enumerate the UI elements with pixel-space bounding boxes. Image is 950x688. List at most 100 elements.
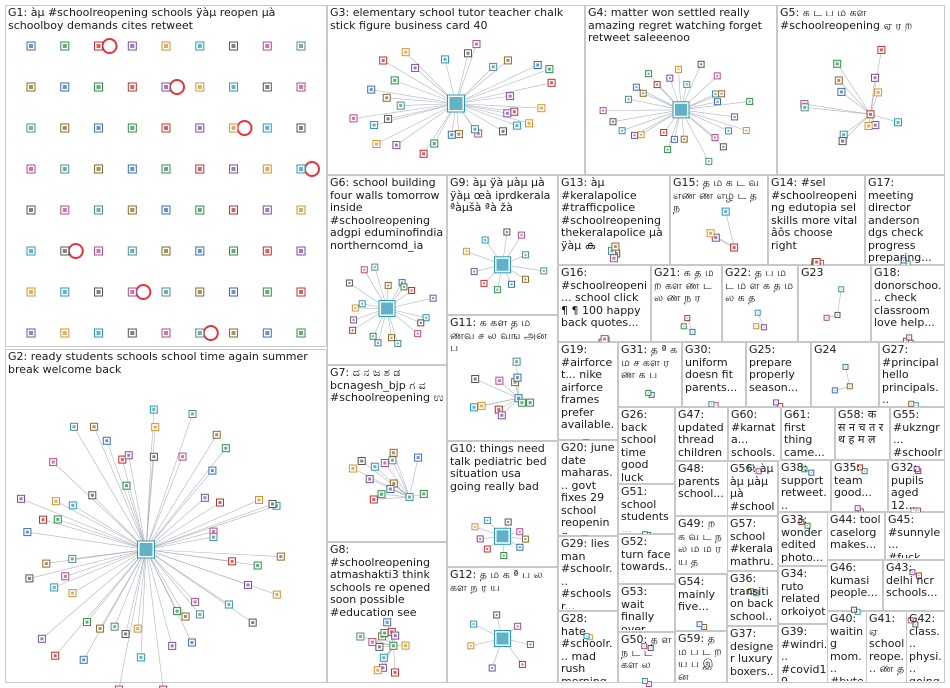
group-panel-g31[interactable] (618, 342, 682, 407)
node-avatar-icon (71, 591, 74, 595)
node-avatar-icon (391, 644, 395, 648)
network-edge (400, 103, 457, 106)
group-panel-border (722, 265, 798, 342)
group-panel-g55[interactable] (890, 407, 945, 475)
group-panel-g23[interactable] (798, 265, 871, 342)
group-panel-g20[interactable] (558, 440, 618, 546)
group-panel-border (558, 265, 651, 342)
group-panel-g58[interactable] (835, 407, 890, 475)
group-panel-g43[interactable] (883, 560, 945, 628)
group-panel-g17[interactable] (865, 175, 945, 269)
node-avatar-icon (130, 249, 135, 253)
group-panel-g4[interactable] (585, 5, 777, 175)
node-avatar-icon (621, 129, 624, 132)
group-panel-g1[interactable] (5, 5, 327, 347)
node-avatar-icon (683, 138, 686, 141)
node-avatar-icon (265, 208, 270, 212)
group-panel-g25[interactable] (746, 342, 811, 410)
group-panel-g18[interactable] (871, 265, 945, 346)
node-avatar-icon (125, 484, 128, 488)
network-edge (381, 493, 410, 498)
node-avatar-icon (124, 632, 128, 636)
group-panel-g9[interactable] (447, 175, 558, 315)
group-panel-g52[interactable] (618, 534, 675, 601)
group-panel-g50[interactable] (618, 632, 675, 687)
group-panel-border (768, 175, 865, 265)
group-panel-g22[interactable] (722, 265, 798, 342)
group-panel-g3[interactable] (327, 5, 585, 175)
group-panel-g53[interactable] (618, 584, 675, 651)
group-panel-g61[interactable] (781, 407, 835, 476)
group-panel-g30[interactable] (682, 342, 746, 409)
group-panel-g6[interactable] (327, 175, 447, 365)
group-panel-g8[interactable] (327, 542, 447, 683)
node-avatar-icon (382, 656, 386, 660)
group-panel-g11[interactable] (447, 315, 558, 441)
group-panel-g28[interactable] (558, 611, 618, 688)
network-edge (837, 289, 842, 315)
node-avatar-icon (130, 44, 135, 48)
node-avatar-icon (29, 331, 33, 335)
group-panel-g60[interactable] (728, 407, 781, 475)
node-avatar-icon (51, 460, 55, 464)
node-avatar-icon (849, 385, 851, 387)
group-panel-g57[interactable] (727, 516, 778, 597)
group-panel-border (327, 5, 585, 175)
group-panel-g41[interactable] (866, 611, 908, 688)
group-panel-g46[interactable] (827, 560, 883, 615)
group-panel-g49[interactable] (675, 516, 728, 583)
node-avatar-icon (404, 50, 408, 54)
group-panel-g59[interactable] (675, 631, 727, 688)
group-panel-g29[interactable] (558, 536, 618, 641)
group-panel-g16[interactable] (558, 265, 651, 347)
node-avatar-icon (473, 525, 476, 528)
network-edge (845, 366, 851, 387)
network-node[interactable] (159, 685, 168, 688)
group-panel-g5[interactable] (777, 5, 945, 175)
node-avatar-icon (392, 451, 396, 455)
group-panel-border (778, 624, 831, 683)
group-panel-g19[interactable] (558, 342, 618, 447)
node-avatar-icon (425, 316, 428, 319)
group-panel-g13[interactable] (558, 175, 670, 265)
network-edge (145, 549, 233, 562)
group-panel-g2[interactable] (5, 349, 327, 688)
group-panel-g24[interactable] (811, 342, 879, 407)
network-edge (41, 549, 147, 640)
group-panel-g21[interactable] (651, 265, 722, 342)
network-edge (409, 457, 419, 498)
group-panel-g10[interactable] (447, 441, 558, 567)
network-edge (680, 109, 710, 162)
group-panel-g40[interactable] (827, 611, 867, 688)
group-panel-g39[interactable] (778, 624, 831, 688)
node-avatar-icon (845, 366, 846, 368)
node-avatar-icon (750, 590, 752, 592)
group-panel-g14[interactable] (768, 175, 865, 269)
group-panel-border (682, 342, 746, 407)
node-avatar-icon (755, 325, 757, 327)
group-panel-g33[interactable] (778, 512, 831, 579)
group-panel-g12[interactable] (447, 567, 558, 683)
node-avatar-icon (915, 404, 917, 406)
network-edge (54, 549, 147, 656)
node-avatar-icon (25, 530, 29, 534)
group-panel-g15[interactable] (670, 175, 768, 265)
node-avatar-icon (692, 331, 693, 333)
group-panel-border (447, 175, 558, 315)
group-panel-g54[interactable] (675, 574, 727, 631)
network-edge (92, 495, 147, 550)
group-panel-g51[interactable] (618, 484, 675, 538)
group-panel-g7[interactable] (327, 365, 447, 542)
node-avatar-icon (393, 78, 397, 82)
group-panel-g45[interactable] (885, 512, 945, 579)
network-node[interactable] (114, 685, 123, 688)
node-avatar-icon (96, 249, 101, 253)
network-edge (118, 549, 147, 688)
node-avatar-icon (29, 208, 33, 212)
node-avatar-icon (85, 620, 89, 624)
group-panel-g48[interactable] (675, 461, 728, 528)
group-panel-g27[interactable] (879, 342, 945, 409)
group-panel-g37[interactable] (727, 626, 778, 688)
node-avatar-icon (152, 455, 156, 459)
node-avatar-icon (190, 641, 194, 644)
